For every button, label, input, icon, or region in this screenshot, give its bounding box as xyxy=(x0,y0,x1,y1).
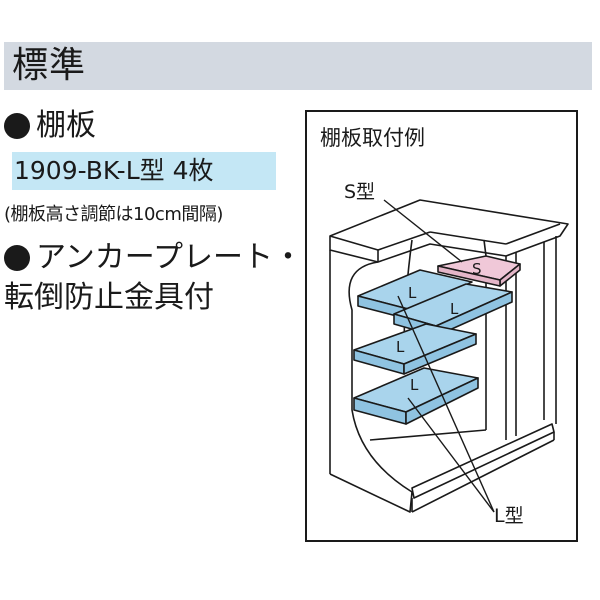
shelf-heading: 棚板 xyxy=(4,108,96,144)
header-band xyxy=(4,42,592,90)
cabinet-body xyxy=(329,199,569,513)
shelf-l-middle xyxy=(353,323,477,375)
bullet-icon xyxy=(4,113,30,139)
l-type-label: L型 xyxy=(494,505,524,527)
figure-frame xyxy=(305,110,578,542)
page-title: 標準 xyxy=(12,45,87,86)
shelf-heading-text: 棚板 xyxy=(36,108,96,143)
anchor-heading: アンカープレート・ xyxy=(4,240,303,276)
bullet-icon xyxy=(4,245,30,271)
shelf-s-mark: S xyxy=(472,260,482,278)
s-type-label: S型 xyxy=(344,181,375,203)
shelf-l-upper-right xyxy=(393,283,513,337)
shelf-l-mark: L xyxy=(410,376,419,394)
shelf-note: (棚板高さ調節は10cm間隔) xyxy=(4,204,223,225)
shelf-l-mark: L xyxy=(408,284,417,302)
figure-title: 棚板取付例 xyxy=(320,126,425,150)
anchor-heading-text: アンカープレート・ xyxy=(36,240,303,275)
shelf-model: 1909-BK-L型 4枚 xyxy=(14,156,214,185)
anchor-heading-line2: 転倒防止金具付 xyxy=(4,280,214,315)
shelf-s xyxy=(437,255,521,287)
model-band xyxy=(12,152,276,190)
leader-lines xyxy=(383,199,495,513)
shelf-l-mark: L xyxy=(450,300,459,318)
shelf-l-mark: L xyxy=(396,338,405,356)
shelf-l-lower xyxy=(353,367,479,425)
